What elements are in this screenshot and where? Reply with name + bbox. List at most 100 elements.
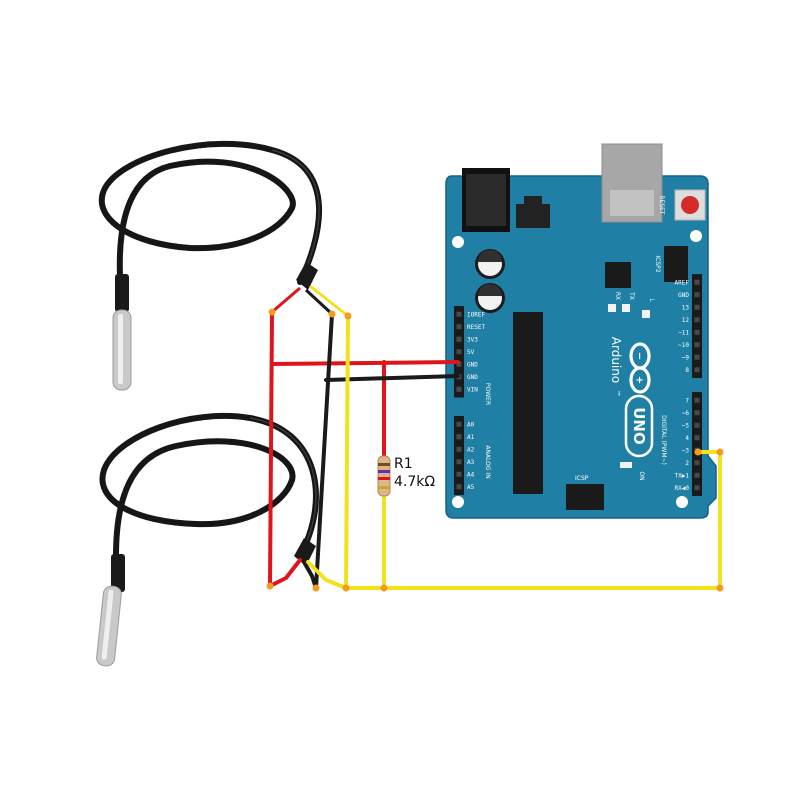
pin-label: A2 [467,446,475,453]
on-label: ON [638,471,645,480]
pin-label: VIN [467,386,478,393]
led-rx [608,304,616,312]
analog-header-label: ANALOG IN [484,445,491,478]
header-pin [694,279,700,285]
pin-label: GND [467,374,478,381]
wire-vcc [268,310,274,588]
header-pin [456,484,462,490]
pin-label: AREF [675,279,690,286]
header-pin [694,292,700,298]
header-frame [692,392,702,496]
pin-label: A4 [467,471,475,478]
header-pin [694,367,700,373]
header-pin [694,422,700,428]
junction-node [268,308,276,316]
probe-cable [99,140,322,285]
header-pin [694,329,700,335]
mount-hole [676,496,688,508]
header-pin [456,434,462,440]
board-model: UNO [630,407,648,445]
header-pin [694,397,700,403]
wire-vcc-probe2 [268,558,302,588]
junction-node [344,312,352,320]
pin-label: A3 [467,459,475,466]
arduino-logo: − + [629,342,651,394]
led-label-tx: TX [628,291,635,300]
led-l [642,310,650,318]
junction-node [312,584,320,592]
board-trademark: ™ [613,390,621,397]
icsp-label: ICSP [575,475,589,482]
junction-node [716,448,724,456]
icsp-header [566,484,604,510]
header-pin [456,336,462,342]
icsp2-header [664,246,688,282]
led-on [620,462,632,468]
header-pin [456,349,462,355]
junction-node [342,584,350,592]
header-frame [692,274,702,378]
resistor-value: 4.7kΩ [394,474,435,490]
header-pin [694,410,700,416]
pin-label: 3V3 [467,336,478,343]
mount-hole [690,230,702,242]
resistor-r1 [377,455,391,497]
pin-label: RX◀0 [675,485,690,492]
header-pin [456,459,462,465]
header-pin [694,354,700,360]
probe-lead-red [271,286,301,314]
mount-hole [452,236,464,248]
arduino-board: RESET ICSP2 ICSP L [445,143,717,519]
temperature-probe-1 [99,140,349,391]
pin-label: ~6 [682,410,690,417]
junction-node [716,584,724,592]
pin-label: GND [467,361,478,368]
led-label-rx: RX [614,292,621,300]
usb-chip [605,262,631,288]
svg-text:+: + [634,376,645,384]
header-pin [456,324,462,330]
pin-label: A5 [467,484,475,491]
board-name: Arduino [609,337,623,383]
capacitor [475,249,505,279]
pin-label: ~5 [682,422,690,429]
wire-gnd-probe2 [302,560,318,590]
power-header-label: POWER [484,383,491,405]
probe-lead-yellow [309,284,349,318]
header-pin [694,304,700,310]
microcontroller-chip [513,312,543,494]
status-leds [608,304,650,468]
pin-label: 12 [682,317,690,324]
pin-label: ~9 [682,354,690,361]
header-pin [694,342,700,348]
junction-node [380,584,388,592]
header-pin [694,472,700,478]
probe-boot [111,554,125,592]
pin-label: ~3 [682,447,690,454]
junction-nodes [266,308,724,592]
pin-label: IOREF [467,311,485,318]
temperature-probe-2 [96,412,319,667]
pin-label: A0 [467,421,475,428]
wire-data-probe2 [306,560,348,590]
pin-label: TX▶1 [675,472,690,479]
header-pin [694,460,700,466]
header-pin [694,435,700,441]
mount-hole [452,496,464,508]
wire-gnd [314,312,334,590]
led-tx [622,304,630,312]
resistor-ref: R1 [394,456,413,472]
capacitor [475,283,505,313]
junction-node [328,310,336,318]
header-pin [456,311,462,317]
pin-label: 2 [685,460,689,467]
header-pin [456,361,462,367]
pin-label: 4 [685,435,689,442]
header-pin [694,485,700,491]
reset-label: RESET [658,195,665,215]
pin-label: ~10 [678,342,689,349]
